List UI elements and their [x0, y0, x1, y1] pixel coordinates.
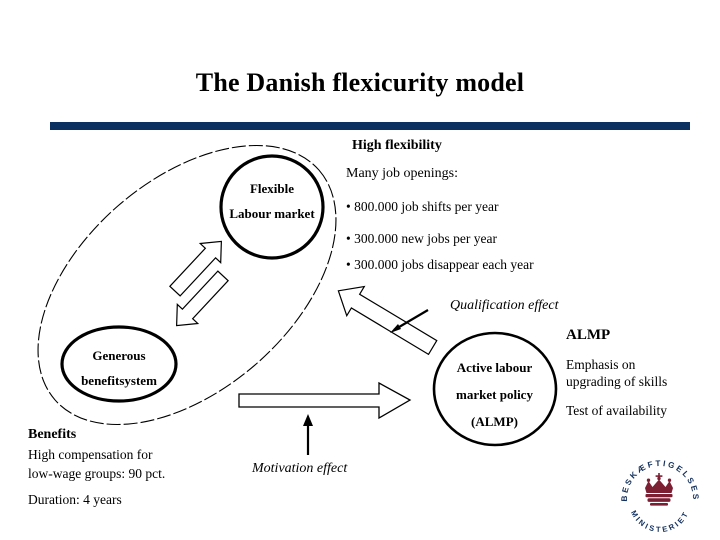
node-label-line2: benefitsystem: [81, 373, 157, 388]
arrow-motivation-effect: [238, 381, 412, 420]
node-label-line1: Active labour: [456, 360, 533, 375]
node-generous-benefit-system: [60, 325, 178, 403]
motivation-effect-pointer: [303, 414, 313, 455]
node-label-active-labour-market-policy: Active labour market policy (ALMP): [434, 354, 555, 435]
arrow-benefits-to-labour-market: [169, 240, 222, 297]
crown-icon: [645, 473, 673, 506]
many-job-openings-text: Many job openings:: [346, 166, 458, 181]
node-label-line3: (ALMP): [471, 414, 518, 429]
almp-panel-point-1: Emphasis on upgrading of skills: [566, 356, 667, 390]
node-label-flexible-labour-market: Flexible Labour market: [211, 176, 333, 226]
almp-panel-heading: ALMP: [566, 327, 611, 343]
motivation-effect-label: Motivation effect: [252, 461, 348, 476]
almp-point-1-line-1: Emphasis on: [566, 357, 636, 372]
node-label-line2: Labour market: [229, 206, 315, 221]
arrow-labour-market-to-benefits: [176, 270, 229, 327]
node-label-generous-benefit-system: Generous benefitsystem: [62, 343, 176, 393]
ministry-logo: BESKÆFTIGELSES MINISTERIET: [620, 459, 698, 534]
benefits-panel-heading: Benefits: [28, 427, 77, 442]
qualification-effect-label: Qualification effect: [450, 298, 559, 313]
node-label-line2: market policy: [456, 387, 533, 402]
page-title: The Danish flexicurity model: [195, 68, 525, 97]
qualification-effect-pointer: [390, 309, 429, 333]
arrow-qualification-effect: [337, 285, 438, 356]
node-active-labour-market-policy: [432, 331, 558, 447]
flexicurity-outer-ellipse: [37, 144, 337, 426]
flexibility-bullet-1: • 800.000 job shifts per year: [346, 199, 499, 214]
flexibility-bullet-2: • 300.000 new jobs per year: [346, 231, 497, 246]
node-flexible-labour-market: [219, 154, 325, 260]
almp-point-1-line-2: upgrading of skills: [566, 374, 668, 389]
benefits-body-line-2: low-wage groups: 90 pct.: [28, 466, 166, 481]
almp-panel-point-2: Test of availability: [566, 403, 668, 418]
node-label-line1: Flexible: [249, 181, 295, 196]
logo-bottom-arc-text: MINISTERIET: [629, 509, 691, 534]
high-flexibility-heading: High flexibility: [352, 138, 442, 153]
benefits-duration-text: Duration: 4 years: [28, 492, 122, 507]
benefits-panel-body: High compensation for low-wage groups: 9…: [28, 445, 165, 483]
benefits-body-line-1: High compensation for: [28, 447, 153, 462]
node-label-line1: Generous: [92, 348, 146, 363]
flexibility-bullet-3: • 300.000 jobs disappear each year: [346, 257, 534, 272]
title-divider-rule: [50, 122, 690, 130]
